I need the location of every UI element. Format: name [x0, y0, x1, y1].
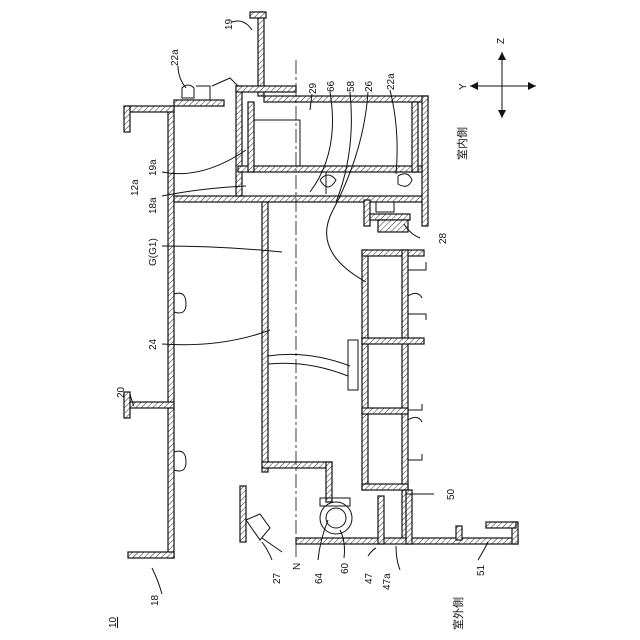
- label-64: 64: [314, 572, 325, 584]
- label-27: 27: [272, 572, 283, 584]
- label-outdoor-side: 室外側: [451, 597, 465, 630]
- label-18a: 18a: [148, 197, 159, 214]
- label-24: 24: [148, 338, 159, 350]
- label-60: 60: [340, 562, 351, 574]
- glass-pane-G: [262, 202, 358, 502]
- label-12a: 12a: [130, 179, 141, 196]
- leader-lines: [130, 21, 488, 594]
- label-66: 66: [326, 80, 337, 92]
- label-19a: 19a: [148, 159, 159, 176]
- label-indoor-side: 室内側: [455, 127, 469, 160]
- label-N: N: [292, 563, 303, 570]
- label-58: 58: [346, 80, 357, 92]
- label-50: 50: [446, 488, 457, 500]
- label-28: 28: [438, 232, 449, 244]
- label-47: 47: [364, 572, 375, 584]
- label-22a-top: 22a: [170, 49, 181, 66]
- axis-cross: [470, 52, 536, 118]
- top-rail-18a: [174, 100, 424, 202]
- label-axis-y: Y: [458, 83, 469, 90]
- label-29: 29: [308, 82, 319, 94]
- label-51: 51: [476, 564, 487, 576]
- label-G-G1: G(G1): [148, 238, 159, 266]
- inner-frame-50: [362, 250, 426, 540]
- figure-number: 10: [108, 616, 119, 628]
- label-20: 20: [116, 386, 127, 398]
- label-axis-z: Z: [496, 38, 507, 44]
- bracket-28: [364, 200, 410, 232]
- label-22a-right: 22a: [386, 73, 397, 90]
- seal-27: [240, 486, 282, 552]
- label-47a: 47a: [382, 573, 393, 590]
- label-18: 18: [150, 594, 161, 606]
- label-26: 26: [364, 80, 375, 92]
- head-member-19: [182, 12, 428, 226]
- label-19: 19: [224, 18, 235, 30]
